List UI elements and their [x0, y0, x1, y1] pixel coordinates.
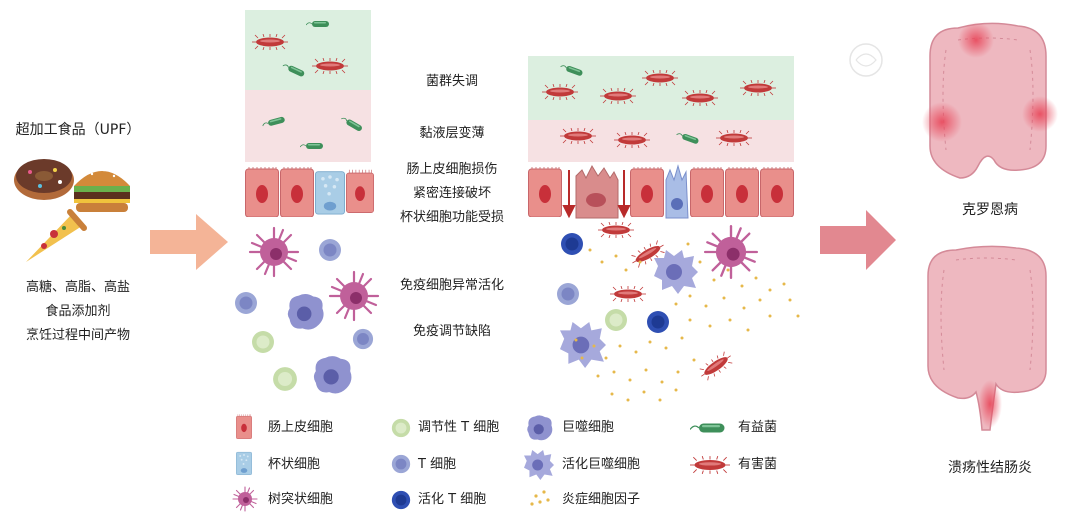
legend-harmful: 有害菌 [738, 457, 778, 472]
legend-active-t: 活化 T 细胞 [418, 492, 487, 507]
label-immune-regulation: 免疫调节缺陷 [412, 324, 491, 339]
legend-epithelial: 肠上皮细胞 [268, 420, 334, 435]
arrow-upf-to-gut [150, 214, 228, 270]
upf-factor-2: 食品添加剂 [45, 304, 111, 319]
legend-beneficial: 有益菌 [738, 420, 778, 435]
cytokine-dots [574, 242, 800, 402]
upf-factor-1: 高糖、高脂、高盐 [25, 280, 130, 295]
colon-icon [922, 22, 1058, 179]
label-goblet-impaired: 杯状细胞功能受损 [399, 210, 504, 225]
legend-active-macrophage: 活化巨噬细胞 [562, 457, 641, 472]
healthy-microbe-zone [245, 10, 371, 90]
legend-goblet: 杯状细胞 [268, 457, 321, 472]
legend-dendritic: 树突状细胞 [268, 492, 334, 507]
label-tight-junction: 紧密连接破坏 [412, 186, 491, 201]
label-mucus-thinning: 黏液层变薄 [419, 126, 485, 141]
label-dysbiosis: 菌群失调 [425, 74, 478, 89]
legend-tcell: T 细胞 [418, 457, 457, 472]
legend-macrophage: 巨噬细胞 [562, 420, 615, 435]
colon-icon-uc [927, 245, 1047, 431]
damaged-epithelial-cell [575, 164, 619, 219]
legend-treg: 调节性 T 细胞 [418, 420, 500, 435]
watermark-emblem [849, 43, 883, 77]
upf-title: 超加工食品（UPF） [15, 122, 141, 138]
damaged-goblet-cell [665, 164, 689, 219]
upf-factor-3: 烹饪过程中间产物 [25, 328, 130, 343]
legend-cytokine: 炎症细胞因子 [562, 492, 641, 507]
outcome-crohn: 克罗恩病 [962, 202, 1018, 218]
disease-mucus-zone [528, 120, 794, 162]
label-epithelial-damage: 肠上皮细胞损伤 [406, 162, 498, 177]
arrow-gut-to-disease [820, 210, 896, 270]
outcome-uc: 溃疡性结肠炎 [948, 460, 1032, 476]
label-immune-activation: 免疫细胞异常活化 [399, 278, 504, 293]
